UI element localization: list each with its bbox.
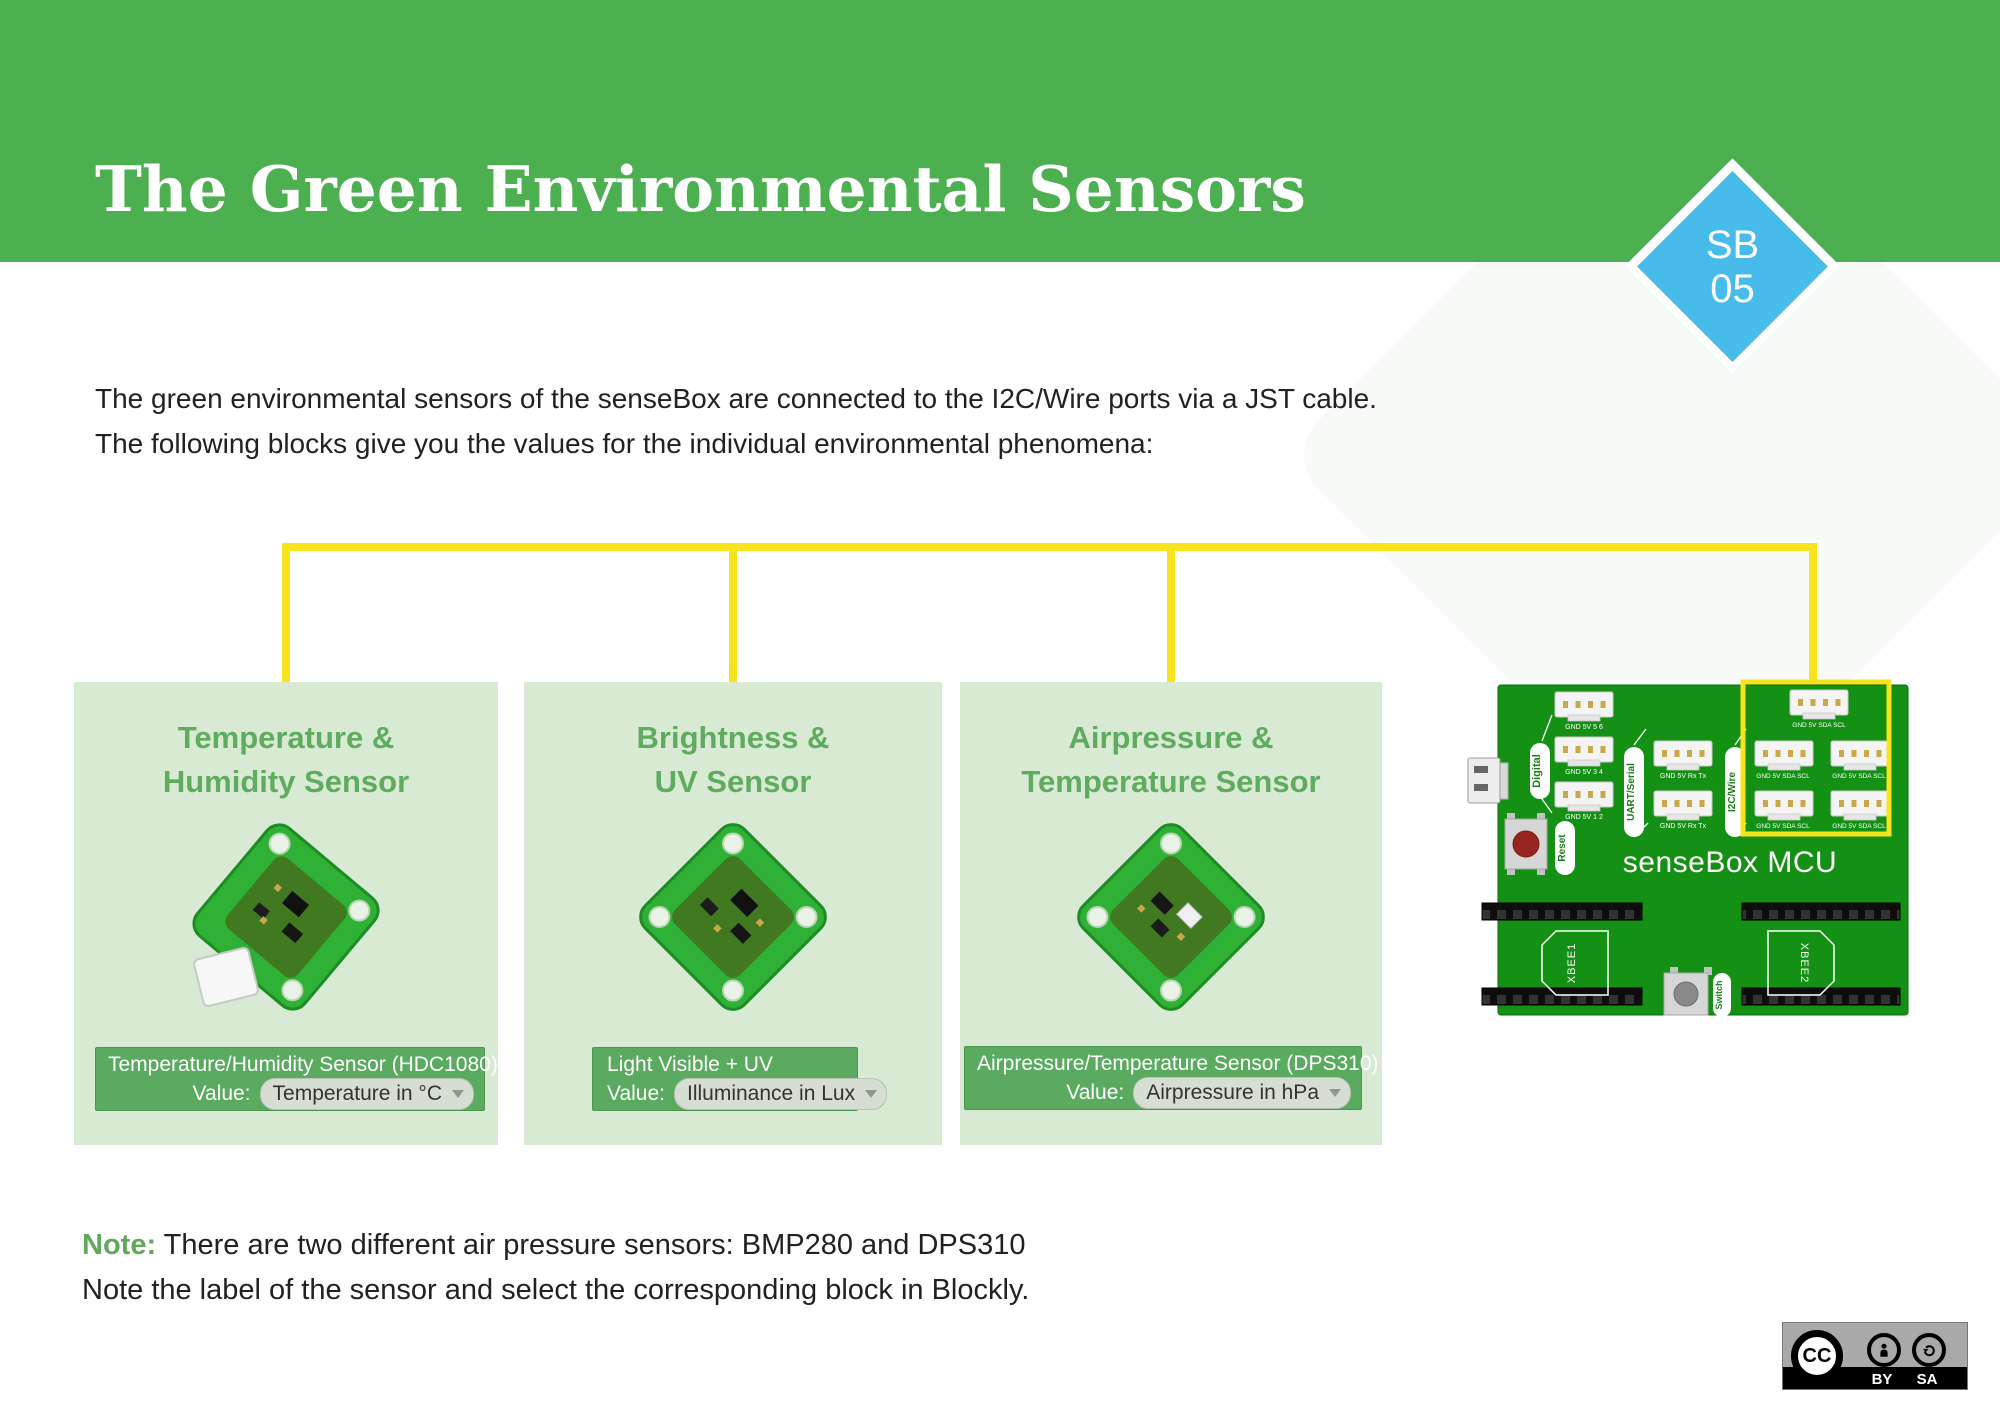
jst-socket bbox=[193, 947, 259, 1007]
sensebox-mcu-board-image: Digital GND 5V 5 6 GND 5V 3 4 GND 5V 1 2… bbox=[1467, 679, 1909, 1017]
note-line-2: Note the label of the sensor and select … bbox=[82, 1274, 1030, 1306]
badge-line1: SB bbox=[1705, 222, 1760, 267]
cc-by-sa-license-badge: CC BY SA bbox=[1782, 1322, 1968, 1390]
block-value-row: Value: Airpressure in hPa bbox=[965, 1077, 1361, 1109]
port-label: GND 5V Rx Tx bbox=[1660, 823, 1707, 830]
card-title-line2: UV Sensor bbox=[654, 764, 812, 799]
port-label: GND 5V SDA SCL bbox=[1792, 722, 1846, 729]
micro-usb-connector bbox=[1467, 757, 1509, 804]
port-label: GND 5V 5 6 bbox=[1565, 724, 1603, 731]
page-title: The Green Environmental Sensors bbox=[95, 152, 1306, 226]
cc-by-label: BY bbox=[1871, 1371, 1893, 1388]
dropdown-arrow-icon bbox=[452, 1090, 464, 1098]
sensor-card-airpressure-temperature: Airpressure & Temperature Sensor Airpres… bbox=[960, 682, 1382, 1145]
card-title-line2: Humidity Sensor bbox=[162, 764, 410, 799]
note-label: Note: bbox=[82, 1229, 157, 1261]
sensor-card-temperature-humidity: Temperature & Humidity Sensor Temperatur… bbox=[74, 682, 498, 1145]
pin-header bbox=[1481, 987, 1643, 1006]
value-dropdown[interactable]: Illuminance in Lux bbox=[674, 1078, 888, 1110]
card-title-line2: Temperature Sensor bbox=[1021, 764, 1321, 799]
i2c-section: I2C/Wire GND 5V SDA SCL GND 5V SDA SCL G… bbox=[1725, 679, 1892, 838]
pin-header bbox=[1481, 902, 1643, 921]
reset-pill bbox=[1555, 821, 1575, 875]
note-line1-text: There are two different air pressure sen… bbox=[156, 1229, 1026, 1261]
port-label: GND 5V SDA SCL bbox=[1832, 773, 1886, 780]
switch-pill bbox=[1713, 973, 1731, 1017]
i2c-highlight-box bbox=[1740, 679, 1892, 837]
block-value-row: Value: Illuminance in Lux bbox=[593, 1078, 888, 1110]
sensor-card-brightness-uv: Brightness & UV Sensor Light Visible + U… bbox=[524, 682, 942, 1145]
blockly-block-temperature: Temperature/Humidity Sensor (HDC1080) Va… bbox=[95, 1047, 498, 1111]
card-title: Airpressure & Temperature Sensor bbox=[960, 716, 1382, 804]
blockly-block-light: Light Visible + UV Value: Illuminance in… bbox=[592, 1047, 888, 1111]
port-label: GND 5V SDA SCL bbox=[1832, 823, 1886, 830]
card-title: Temperature & Humidity Sensor bbox=[74, 716, 498, 804]
value-dropdown-text: Temperature in °C bbox=[272, 1082, 442, 1105]
hdc1080-board-image bbox=[192, 823, 380, 1011]
card-title: Brightness & UV Sensor bbox=[524, 716, 942, 804]
port-label: GND 5V SDA SCL bbox=[1756, 773, 1810, 780]
wire-horizontal bbox=[282, 543, 1817, 551]
wire-drop-card2 bbox=[729, 543, 737, 684]
card-title-line1: Brightness & bbox=[636, 720, 830, 755]
cc-sa-label: SA bbox=[1916, 1371, 1938, 1388]
value-dropdown-text: Airpressure in hPa bbox=[1146, 1081, 1319, 1104]
xbee1-socket bbox=[1541, 930, 1609, 996]
dps310-board-image bbox=[1077, 823, 1265, 1011]
reset-button[interactable] bbox=[1504, 813, 1548, 875]
digital-section: Digital GND 5V 5 6 GND 5V 3 4 GND 5V 1 2 bbox=[1530, 691, 1614, 821]
dropdown-arrow-icon bbox=[1329, 1089, 1341, 1097]
light-uv-board-image bbox=[639, 823, 827, 1011]
card-title-line1: Airpressure & bbox=[1068, 720, 1274, 755]
cc-sa-arrow-icon bbox=[1912, 1333, 1946, 1367]
cc-by-person-icon bbox=[1867, 1333, 1901, 1367]
card-title-line1: Temperature & bbox=[177, 720, 395, 755]
switch-label: Switch bbox=[1714, 980, 1724, 1009]
port-label: GND 5V 3 4 bbox=[1565, 769, 1603, 776]
uart-label: UART/Serial bbox=[1626, 763, 1637, 821]
wire-drop-card3 bbox=[1167, 543, 1175, 684]
wire-drop-card1 bbox=[282, 543, 290, 684]
xbee1-label: XBEE1 bbox=[1566, 943, 1578, 983]
value-label: Value: bbox=[192, 1082, 251, 1105]
pin-header bbox=[1741, 987, 1901, 1006]
mcu-name: senseBox MCU bbox=[1623, 846, 1837, 879]
value-label: Value: bbox=[1066, 1081, 1125, 1104]
xbee2-label: XBEE2 bbox=[1798, 943, 1810, 983]
badge-text: SB 05 bbox=[1665, 199, 1800, 334]
cc-icon: CC bbox=[1791, 1330, 1843, 1382]
block-label: Light Visible + UV bbox=[607, 1053, 773, 1076]
pin-header bbox=[1741, 902, 1901, 921]
value-dropdown[interactable]: Airpressure in hPa bbox=[1133, 1077, 1351, 1109]
wire-drop-mcu bbox=[1809, 543, 1817, 685]
note-line-1: Note: There are two different air pressu… bbox=[82, 1229, 1026, 1262]
block-label: Temperature/Humidity Sensor (HDC1080) bbox=[108, 1053, 498, 1076]
header-bar: The Green Environmental Sensors bbox=[0, 0, 2000, 262]
xbee2-socket bbox=[1767, 930, 1835, 996]
uart-section: UART/Serial GND 5V Rx Tx GND 5V Rx Tx bbox=[1624, 728, 1713, 838]
badge-line2: 05 bbox=[1710, 266, 1755, 311]
i2c-label: I2C/Wire bbox=[1727, 772, 1738, 812]
port-label: GND 5V SDA SCL bbox=[1756, 823, 1810, 830]
value-dropdown[interactable]: Temperature in °C bbox=[259, 1078, 474, 1110]
blockly-block-airpressure: Airpressure/Temperature Sensor (DPS310) … bbox=[964, 1046, 1379, 1110]
value-dropdown-text: Illuminance in Lux bbox=[687, 1082, 856, 1105]
intro-line-2: The following blocks give you the values… bbox=[95, 428, 1154, 459]
dropdown-arrow-icon bbox=[865, 1090, 878, 1098]
port-label: GND 5V 1 2 bbox=[1565, 814, 1603, 821]
block-label: Airpressure/Temperature Sensor (DPS310) bbox=[977, 1052, 1379, 1075]
intro-line-1: The green environmental sensors of the s… bbox=[95, 383, 1377, 414]
port-label: GND 5V Rx Tx bbox=[1660, 773, 1707, 780]
digital-label: Digital bbox=[1531, 754, 1543, 788]
block-value-row: Value: Temperature in °C bbox=[96, 1078, 484, 1110]
reset-label: Reset bbox=[1557, 834, 1568, 862]
switch-button[interactable] bbox=[1663, 967, 1712, 1016]
value-label: Value: bbox=[607, 1082, 665, 1105]
